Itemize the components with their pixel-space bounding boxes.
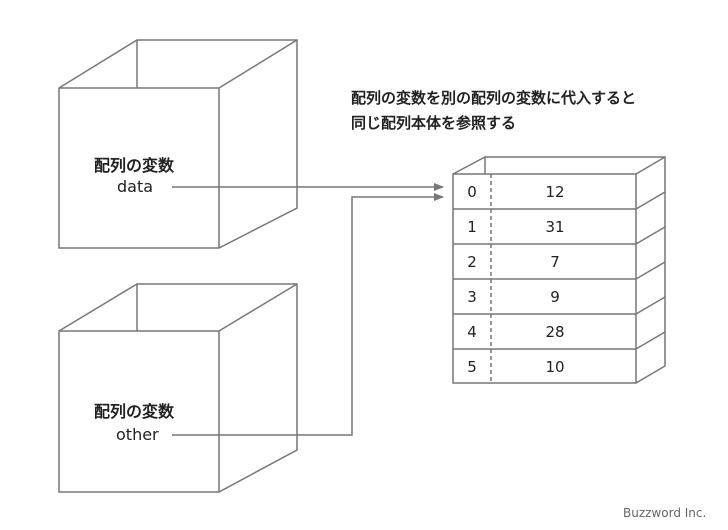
array-index-1: 1 bbox=[467, 218, 477, 236]
array-value-3: 9 bbox=[550, 288, 560, 306]
array-value-0: 12 bbox=[545, 183, 565, 201]
box-other-title: 配列の変数 bbox=[94, 402, 175, 421]
box-other bbox=[58, 283, 298, 493]
array-index-3: 3 bbox=[467, 288, 477, 306]
box-data bbox=[58, 39, 298, 249]
array-value-2: 7 bbox=[550, 253, 560, 271]
array-value-4: 28 bbox=[545, 323, 565, 341]
array-index-4: 4 bbox=[467, 323, 477, 341]
caption-line-1: 配列の変数を別の配列の変数に代入すると bbox=[351, 89, 637, 107]
credit-text: Buzzword Inc. bbox=[623, 506, 707, 520]
array-index-5: 5 bbox=[467, 358, 477, 376]
caption-line-2: 同じ配列本体を参照する bbox=[351, 114, 517, 132]
array-value-5: 10 bbox=[545, 358, 565, 376]
array-value-1: 31 bbox=[545, 218, 565, 236]
reference-arrow-other bbox=[172, 193, 444, 436]
array-index-2: 2 bbox=[467, 253, 477, 271]
box-other-var-name: other bbox=[116, 425, 159, 444]
array-body bbox=[452, 156, 666, 384]
box-data-title: 配列の変数 bbox=[94, 156, 175, 175]
array-index-0: 0 bbox=[467, 183, 477, 201]
box-data-var-name: data bbox=[117, 177, 154, 196]
